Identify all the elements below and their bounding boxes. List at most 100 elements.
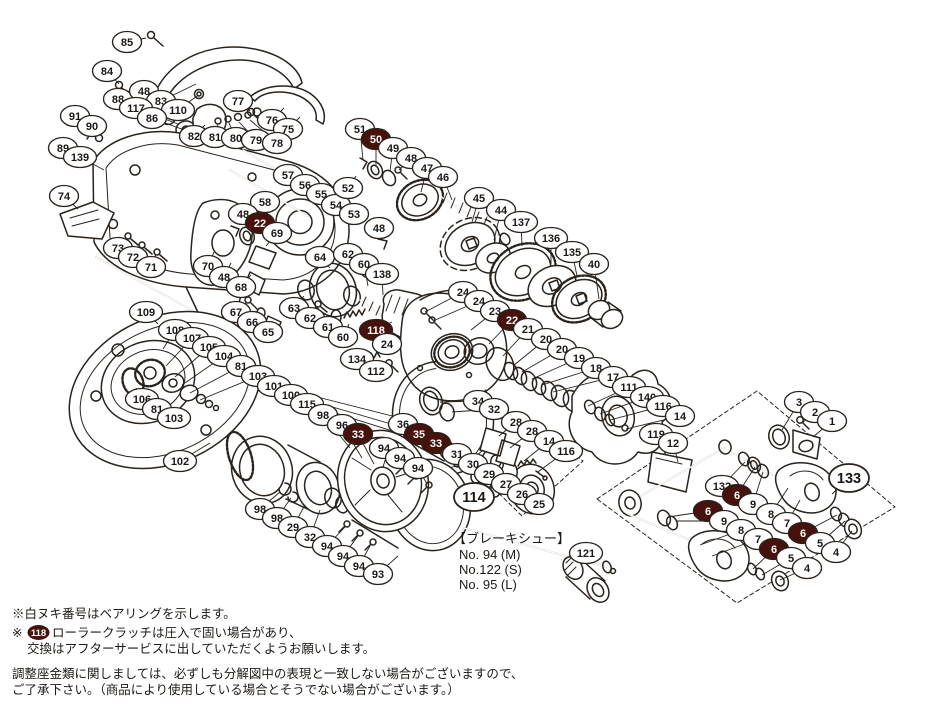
callout-number: 35 bbox=[413, 429, 425, 441]
callout-number: 22 bbox=[254, 218, 266, 230]
callout-number: 72 bbox=[127, 252, 139, 264]
callout-33: 33 bbox=[420, 431, 452, 455]
brake-shoe-title: 【ブレーキシュー】 bbox=[453, 531, 570, 546]
callout-133: 133 bbox=[828, 463, 870, 493]
callout-number: 6 bbox=[771, 544, 777, 556]
callout-64: 64 bbox=[304, 245, 336, 269]
callout-number: 21 bbox=[522, 324, 534, 336]
callout-119: 119 bbox=[638, 422, 674, 446]
callout-number: 6 bbox=[734, 490, 740, 502]
callout-number: 94 bbox=[412, 463, 425, 475]
callout-ellipse bbox=[657, 431, 689, 455]
callout-number: 1 bbox=[829, 416, 835, 428]
callout-33: 33 bbox=[342, 422, 374, 446]
callout-number: 50 bbox=[370, 134, 382, 146]
callout-number: 49 bbox=[387, 143, 399, 155]
callout-number: 121 bbox=[577, 548, 595, 560]
callout-116: 116 bbox=[548, 439, 584, 463]
callout-114: 114 bbox=[453, 482, 495, 512]
callout-number: 32 bbox=[488, 404, 500, 416]
brake-shoe-row: No.122 (S) bbox=[459, 562, 522, 577]
handle-group-dashed-box bbox=[596, 390, 896, 604]
note-line-3: 交換はアフターサービスに出していただくようお願いします。 bbox=[27, 641, 375, 656]
callout-ellipse bbox=[91, 59, 123, 83]
brake-shoe-row: No. 95 (L) bbox=[459, 577, 517, 592]
callout-number: 48 bbox=[218, 272, 230, 284]
callout-ellipse bbox=[554, 240, 590, 264]
callout-number: 62 bbox=[342, 249, 354, 261]
callout-ellipse bbox=[828, 463, 870, 493]
callout-68: 68 bbox=[225, 275, 257, 299]
callout-number: 58 bbox=[259, 197, 271, 209]
callout-ellipse bbox=[664, 404, 696, 428]
callout-number: 8 bbox=[738, 525, 744, 537]
callout-138: 138 bbox=[364, 262, 400, 286]
callout-number: 3 bbox=[796, 397, 802, 409]
callout-number: 63 bbox=[288, 303, 300, 315]
callout-number: 94 bbox=[394, 453, 407, 465]
callout-number: 81 bbox=[209, 132, 221, 144]
callout-ellipse bbox=[128, 300, 164, 324]
callout-number: 6 bbox=[800, 528, 806, 540]
callout-number: 66 bbox=[246, 317, 258, 329]
callout-number: 14 bbox=[674, 411, 687, 423]
callout-number: 77 bbox=[232, 96, 244, 108]
callout-ellipse bbox=[371, 332, 403, 356]
callout-number: 133 bbox=[837, 471, 861, 487]
callout-number: 29 bbox=[287, 522, 299, 534]
brake-shoe-row: No. 94 (M) bbox=[459, 547, 520, 562]
callout-number: 68 bbox=[235, 282, 247, 294]
callout-number: 94 bbox=[353, 561, 366, 573]
callout-103: 103 bbox=[156, 406, 192, 430]
callout-ellipse bbox=[156, 406, 192, 430]
callout-number: 25 bbox=[533, 499, 545, 511]
note-118-badge bbox=[27, 625, 50, 640]
callout-93: 93 bbox=[362, 562, 394, 586]
callout-number: 69 bbox=[271, 228, 283, 240]
callout-number: 134 bbox=[348, 354, 367, 366]
callout-number: 40 bbox=[588, 259, 600, 271]
callout-number: 23 bbox=[489, 306, 501, 318]
callout-number: 44 bbox=[495, 205, 508, 217]
callout-number: 48 bbox=[237, 209, 249, 221]
callout-number: 48 bbox=[373, 223, 385, 235]
callout-ellipse bbox=[76, 114, 108, 138]
callout-60: 60 bbox=[327, 325, 359, 349]
callout-ellipse bbox=[362, 562, 394, 586]
callout-ellipse bbox=[503, 210, 539, 234]
callout-25: 25 bbox=[523, 492, 555, 516]
callout-ellipse bbox=[363, 216, 395, 240]
callout-112: 112 bbox=[358, 359, 394, 383]
callout-ellipse bbox=[548, 439, 584, 463]
callout-71: 71 bbox=[135, 255, 167, 279]
callout-number: 85 bbox=[121, 37, 133, 49]
callout-number: 20 bbox=[556, 344, 568, 356]
callout-ellipse bbox=[420, 431, 452, 455]
callout-number: 57 bbox=[282, 170, 294, 182]
callout-69: 69 bbox=[261, 221, 293, 245]
callout-number: 32 bbox=[304, 532, 316, 544]
callout-48: 48 bbox=[363, 216, 395, 240]
callout-ellipse bbox=[820, 540, 852, 564]
callout-ellipse bbox=[816, 409, 848, 433]
callout-ellipse bbox=[358, 359, 394, 383]
callout-ellipse bbox=[402, 456, 434, 480]
callout-number: 98 bbox=[317, 410, 329, 422]
callout-24: 24 bbox=[371, 332, 403, 356]
callout-ellipse bbox=[136, 106, 168, 130]
callout-90: 90 bbox=[76, 114, 108, 138]
callout-number: 114 bbox=[462, 490, 485, 506]
callout-102: 102 bbox=[162, 449, 198, 473]
callout-number: 78 bbox=[271, 138, 283, 150]
callout-number: 74 bbox=[58, 191, 71, 203]
callout-number: 55 bbox=[315, 189, 327, 201]
callout-number: 26 bbox=[516, 489, 528, 501]
callout-number: 136 bbox=[542, 233, 560, 245]
callout-77: 77 bbox=[222, 89, 254, 113]
callout-ellipse bbox=[332, 176, 364, 200]
callout-number: 51 bbox=[354, 124, 366, 136]
callout-ellipse bbox=[162, 449, 198, 473]
callout-number: 29 bbox=[483, 469, 495, 481]
callout-ellipse bbox=[338, 202, 370, 226]
callout-number: 30 bbox=[467, 459, 479, 471]
